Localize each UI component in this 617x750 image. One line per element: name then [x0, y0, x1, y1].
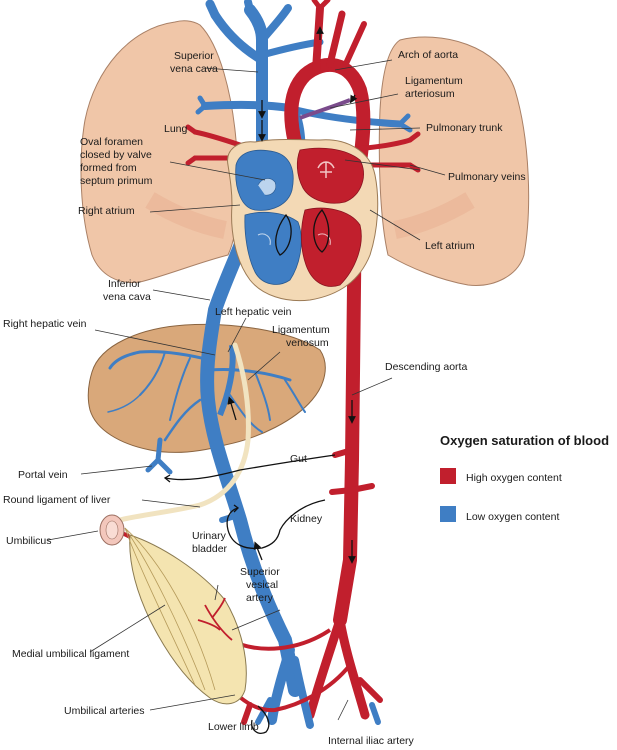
- label-ligamentum-arteriosum-line1: Ligamentum: [405, 75, 463, 87]
- label-urinary-bladder-line2: bladder: [192, 543, 228, 555]
- ligamentum-arteriosum-vessel: [299, 98, 351, 120]
- label-urinary-bladder: Urinary bladder: [192, 530, 228, 555]
- label-right-hepatic-vein: Right hepatic vein: [3, 318, 87, 330]
- aorta: [284, 0, 371, 627]
- label-superior-vena-cava: Superior vena cava: [170, 50, 218, 75]
- gut-artery: [332, 447, 355, 458]
- label-oval-foramen-line4: septum primum: [80, 175, 153, 187]
- label-descending-aorta: Descending aorta: [385, 361, 467, 373]
- leader-lines: [47, 59, 446, 721]
- iliac-vessels: [241, 615, 383, 729]
- label-ligamentum-venosum: Ligamentum venosum: [272, 324, 330, 349]
- label-superior-vena-cava-line1: Superior: [174, 50, 214, 62]
- label-oval-foramen-line3: formed from: [80, 162, 137, 174]
- label-superior-vesical-artery-line1: Superior: [240, 566, 280, 578]
- label-pulmonary-trunk: Pulmonary trunk: [426, 122, 503, 134]
- label-pulmonary-veins: Pulmonary veins: [448, 171, 526, 183]
- label-lung: Lung: [164, 123, 188, 135]
- label-ligamentum-venosum-line1: Ligamentum: [272, 324, 330, 336]
- renal-vein: [219, 512, 241, 523]
- label-ligamentum-arteriosum: Ligamentum arteriosum: [405, 75, 463, 100]
- label-medial-umbilical-ligament: Medial umbilical ligament: [12, 648, 129, 660]
- round-ligament-of-liver: [117, 342, 251, 523]
- legend-swatch-high-oxygen: [440, 468, 456, 484]
- legend-label-high-oxygen: High oxygen content: [466, 472, 562, 484]
- lung-shading: [393, 192, 475, 239]
- label-superior-vena-cava-line2: vena cava: [170, 63, 218, 75]
- label-umbilical-arteries: Umbilical arteries: [64, 705, 145, 717]
- legend-swatch-low-oxygen: [440, 506, 456, 522]
- ductus-venosus: [217, 344, 236, 417]
- heart: [227, 139, 379, 302]
- lung-shading: [145, 192, 227, 239]
- label-arch-of-aorta: Arch of aorta: [398, 49, 458, 61]
- label-superior-vesical-artery: Superior vesical artery: [240, 566, 280, 604]
- label-left-atrium: Left atrium: [425, 240, 475, 252]
- label-gut: Gut: [290, 453, 307, 465]
- portal-vein: [145, 437, 173, 475]
- label-round-ligament-of-liver: Round ligament of liver: [3, 494, 111, 506]
- label-oval-foramen: Oval foramen closed by valve formed from…: [80, 136, 153, 187]
- legend-label-low-oxygen: Low oxygen content: [466, 511, 559, 523]
- label-oval-foramen-line1: Oval foramen: [80, 136, 143, 148]
- inferior-vena-cava: [200, 218, 302, 697]
- label-superior-vesical-artery-line3: artery: [246, 592, 274, 604]
- label-superior-vesical-artery-line2: vesical: [246, 579, 278, 591]
- label-urinary-bladder-line1: Urinary: [192, 530, 227, 542]
- medial-umbilical-ligament-lines: [124, 527, 216, 691]
- umbilicus: [99, 514, 125, 546]
- legend-title: Oxygen saturation of blood: [440, 433, 609, 448]
- label-lower-limb: Lower limb: [208, 721, 259, 733]
- hepatic-vein-branches: [107, 350, 306, 442]
- label-ligamentum-arteriosum-line2: arteriosum: [405, 88, 455, 100]
- label-umbilicus: Umbilicus: [6, 535, 52, 547]
- lung-hilum-vessels: [185, 95, 421, 173]
- label-inferior-vena-cava: Inferior vena cava: [103, 278, 151, 303]
- label-oval-foramen-line2: closed by valve: [80, 149, 152, 161]
- renal-artery: [329, 483, 375, 495]
- label-internal-iliac-artery: Internal iliac artery: [328, 735, 415, 747]
- label-portal-vein: Portal vein: [18, 469, 68, 481]
- superior-vesical-artery-branches: [197, 597, 233, 641]
- label-ligamentum-venosum-line2: venosum: [286, 337, 329, 349]
- legend: Oxygen saturation of blood High oxygen c…: [440, 433, 609, 523]
- label-right-atrium: Right atrium: [78, 205, 135, 217]
- label-inferior-vena-cava-line2: vena cava: [103, 291, 151, 303]
- label-left-hepatic-vein: Left hepatic vein: [215, 306, 292, 318]
- label-inferior-vena-cava-line1: Inferior: [108, 278, 141, 290]
- flow-arrows: [163, 26, 358, 734]
- label-kidney: Kidney: [290, 513, 323, 525]
